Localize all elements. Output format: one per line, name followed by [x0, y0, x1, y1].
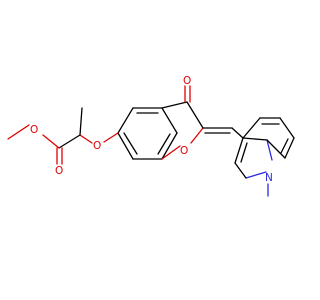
atom-label-n: N [265, 172, 273, 184]
chemical-structure-diagram: O O O O O N [7, 75, 295, 197]
ring-carbonyl-bond [184, 85, 191, 103]
atom-o-carbonyl-ring: O [183, 75, 191, 87]
atom-label-o: O [55, 165, 63, 177]
indole-pyrrole-ring [231, 127, 273, 179]
propanoate-chain [7, 107, 83, 165]
atom-o-ester-double: O [55, 165, 63, 177]
indole-benzene-ring [242, 117, 295, 159]
atom-label-o: O [93, 140, 101, 152]
atom-o-ester-single: O [30, 124, 38, 136]
methylidene-double-bond [202, 127, 233, 134]
atom-n-indole: N [265, 172, 273, 184]
atom-label-o: O [180, 145, 188, 157]
atom-o-furan: O [180, 145, 188, 157]
atom-label-o: O [30, 124, 38, 136]
atom-label-o: O [183, 75, 191, 87]
aryl-ether-bonds [79, 132, 119, 144]
benzofuranone-benzene-ring [117, 107, 178, 160]
atom-o-ether: O [93, 140, 101, 152]
furanone-ring [161, 101, 204, 160]
